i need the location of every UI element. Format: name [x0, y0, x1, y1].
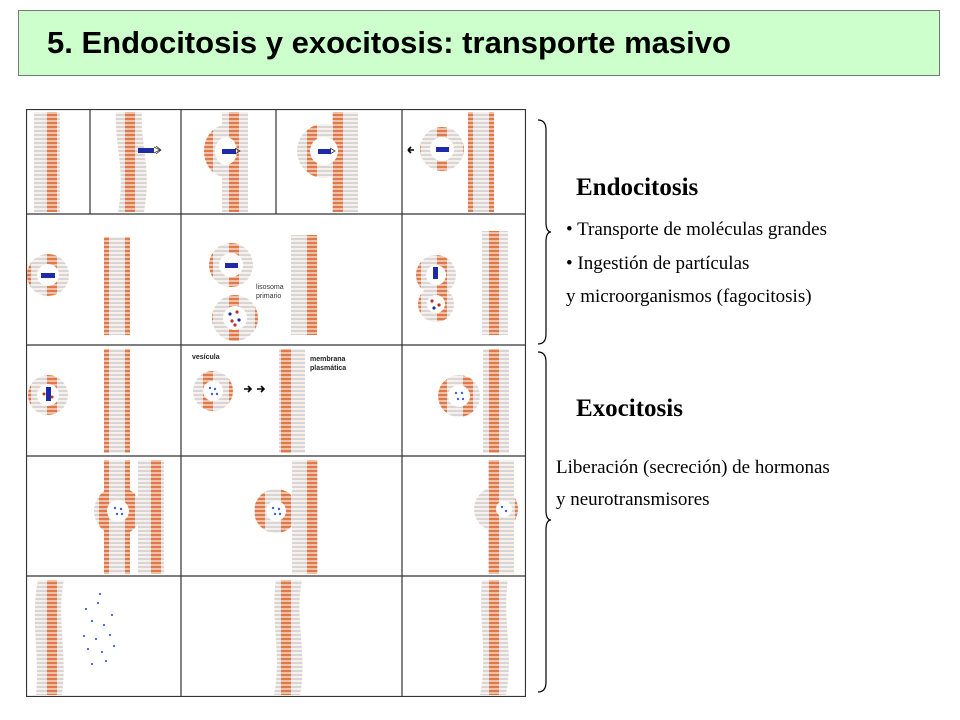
endocytosis-bullet-text: Ingestión de partículas [577, 253, 750, 274]
membrane-label: membrana [310, 356, 346, 363]
title-banner: 5. Endocitosis y exocitosis: transporte … [18, 10, 940, 76]
cell-3-1 [28, 349, 130, 453]
endocytosis-line: y microorganismos (fagocitosis) [566, 286, 812, 307]
cell-1-1 [34, 112, 60, 212]
cell-1-4 [297, 112, 358, 212]
cell-1-3 [204, 112, 248, 212]
cell-1-2 [115, 112, 162, 212]
endocytosis-bullet: • Transporte de moléculas grandes [566, 219, 827, 241]
cell-3-2: vesícula membrana plasmática [192, 349, 346, 453]
cell-4-4 [474, 460, 518, 574]
cell-2-1 [27, 237, 130, 335]
exocytosis-line: Liberación (secreción) de hormonas [556, 457, 830, 478]
page-title: 5. Endocitosis y exocitosis: transporte … [47, 25, 731, 60]
cell-5-3 [480, 580, 509, 695]
cell-5-2 [274, 580, 303, 695]
bullet-icon: • [566, 253, 573, 274]
bullet-icon: • [566, 219, 573, 240]
cell-4-2 [94, 460, 164, 574]
cell-2-2: lisosoma primario [209, 235, 317, 341]
exocytosis-line: y neurotransmisores [556, 489, 710, 510]
cell-5-1 [34, 580, 116, 695]
vesicle-label: vesícula [192, 354, 220, 361]
endocytosis-bullet: • Ingestión de partículas [566, 253, 749, 275]
cell-4-3 [254, 460, 318, 574]
endocytosis-heading: Endocitosis [576, 174, 699, 201]
endocytosis-bullet-text: Transporte de moléculas grandes [577, 219, 828, 240]
exocytosis-heading: Exocitosis [576, 395, 683, 422]
cell-3-3 [438, 349, 509, 453]
endocytosis-brace [537, 119, 552, 345]
membrane-label: plasmática [310, 365, 346, 372]
endo-exocytosis-diagram: lisosoma primario vesícula membrana plas… [26, 109, 526, 697]
lysosome-label: primario [256, 293, 281, 300]
cell-2-3 [416, 231, 508, 335]
exocytosis-brace [537, 351, 552, 693]
cell-1-5 [407, 112, 494, 212]
lysosome-label: lisosoma [256, 284, 284, 291]
